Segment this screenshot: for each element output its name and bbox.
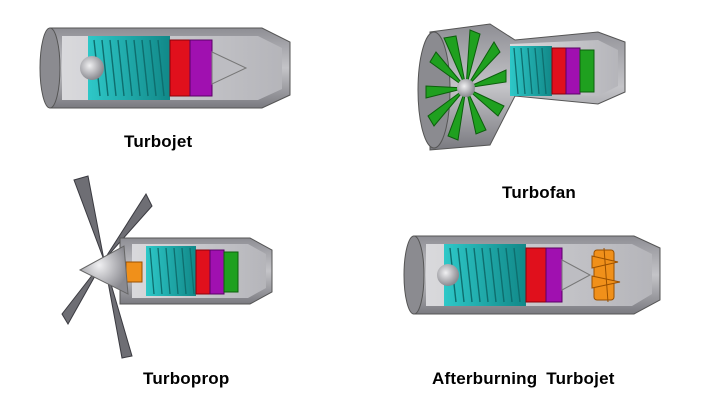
- turboprop-gearbox: [125, 261, 143, 283]
- afterburning-turbojet-engine: [403, 235, 661, 315]
- turboprop-compressor: [146, 246, 196, 296]
- afterburning-combustor: [525, 247, 547, 303]
- turboprop-combustor: [195, 249, 211, 295]
- turbojet-compressor-blades: [93, 39, 165, 97]
- turbofan-turbine: [565, 47, 581, 95]
- afterburning-exhaust-cone: [561, 259, 592, 291]
- afterburner-flame-holder: [591, 247, 621, 303]
- turboprop-power-turbine: [223, 251, 239, 293]
- turboprop-spinner: [78, 245, 129, 295]
- turbojet-turbine: [189, 39, 213, 97]
- turbojet-spinner: [80, 56, 104, 80]
- turbojet-label: Turbojet: [124, 132, 193, 151]
- turbojet-exhaust-cone: [211, 51, 248, 85]
- turbofan-engine: [417, 23, 626, 151]
- turbofan-spinner: [457, 79, 475, 97]
- turboprop-turbine: [209, 249, 225, 295]
- turbofan-label: Turbofan: [502, 183, 576, 202]
- afterburning-inlet: [403, 235, 425, 315]
- turbojet-engine: [39, 27, 291, 109]
- afterburning-spinner: [437, 264, 459, 286]
- turbofan-fan-blades: [425, 29, 507, 141]
- turboprop-label: Turboprop: [143, 369, 230, 388]
- turbojet-combustor: [169, 39, 191, 97]
- afterburning-turbine: [545, 247, 563, 303]
- afterburning-turbojet-label: Afterburning Turbojet: [432, 369, 615, 388]
- turbofan-lp-turbine: [579, 49, 595, 93]
- turboprop-engine: [61, 175, 273, 359]
- turbofan-combustor: [551, 47, 567, 95]
- turbojet-inlet: [39, 27, 61, 109]
